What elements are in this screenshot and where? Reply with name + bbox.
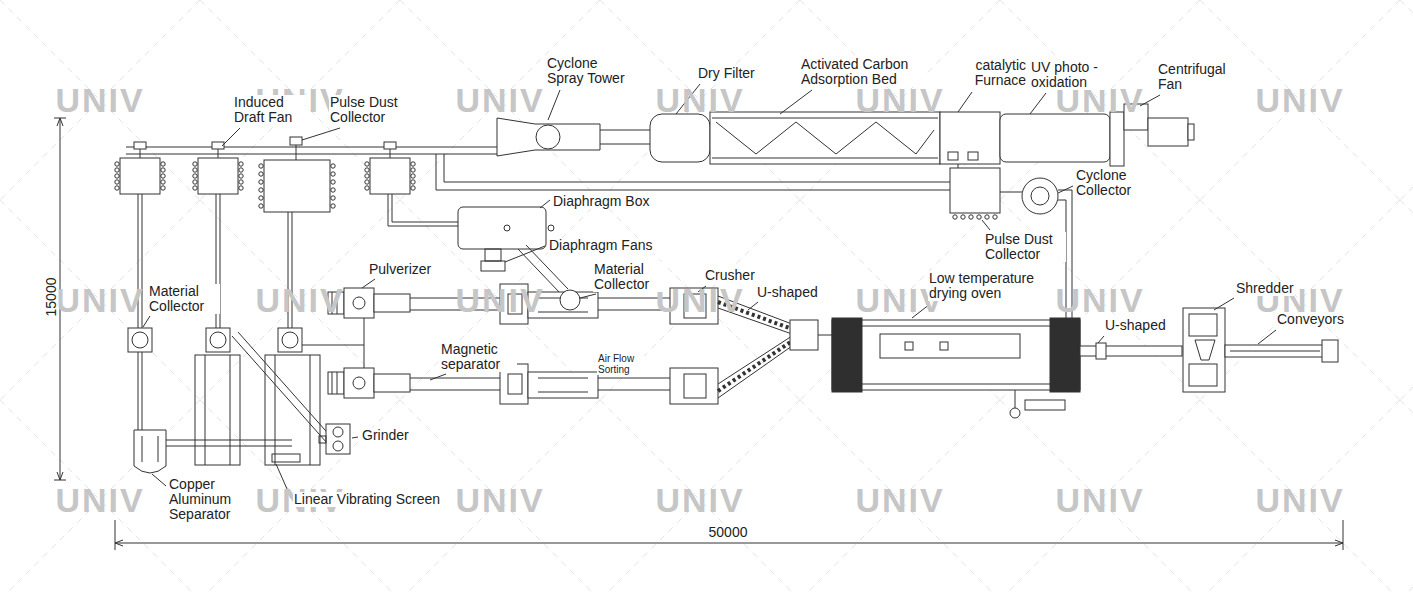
pipe <box>138 352 142 430</box>
belt-conveyor <box>1225 340 1338 362</box>
watermark: UNIV <box>1254 482 1345 518</box>
part-label: Conveyors <box>1276 312 1345 327</box>
part-label: Dry Filter <box>697 66 756 81</box>
pipe <box>1000 192 1022 193</box>
part-label: Centrifugal Fan <box>1157 62 1239 92</box>
watermark: UNIV <box>54 482 145 518</box>
part-label: Crusher <box>704 268 756 283</box>
watermark: UNIV <box>254 282 345 318</box>
part-label: Material Collector <box>593 262 665 292</box>
part-label: Material Collector <box>148 284 220 314</box>
dry-filter <box>650 114 710 162</box>
dimension-line <box>115 520 1343 550</box>
watermark: UNIV <box>454 82 545 118</box>
part-label: Low temperature drying oven <box>928 271 1045 301</box>
dimension-value: 50000 <box>708 525 749 540</box>
drying-oven <box>832 318 1080 418</box>
pipe <box>600 130 650 144</box>
pulse-dust-collector <box>259 137 335 212</box>
fan-unit <box>193 142 243 194</box>
watermark: UNIV <box>854 82 945 118</box>
part-label: Pulse Dust Collector <box>329 95 411 125</box>
part-label: Diaphragm Box <box>552 194 651 209</box>
watermark: UNIV <box>654 282 745 318</box>
part-label: Pulse Dust Collector <box>984 232 1066 262</box>
catalytic-furnace <box>940 112 1000 168</box>
watermark: UNIV <box>1254 82 1345 118</box>
part-label: Shredder <box>1235 281 1295 296</box>
grinder <box>319 424 350 454</box>
part-label: Pulverizer <box>368 262 432 277</box>
part-label: Activated Carbon Adsorption Bed <box>800 57 927 87</box>
part-label: Air Flow Sorting <box>597 353 644 375</box>
part-label: Magnetic separator <box>440 342 517 372</box>
part-label: Induced Draft Fan <box>233 95 305 125</box>
material-collector <box>560 290 580 310</box>
pipe <box>818 335 832 336</box>
watermark: UNIV <box>54 82 145 118</box>
pipe <box>388 194 458 226</box>
watermark: UNIV <box>1054 482 1145 518</box>
part-label: catalytic Furnace <box>960 58 1027 88</box>
fan-unit <box>115 142 165 194</box>
hopper <box>790 320 818 350</box>
watermark: UNIV <box>54 282 145 318</box>
fan-unit <box>365 142 415 194</box>
dimension-value: 15000 <box>44 277 59 318</box>
leader-line <box>143 84 1276 498</box>
material-collector <box>128 328 302 352</box>
watermark: UNIV <box>454 282 545 318</box>
part-label: Cyclone Spray Tower <box>546 56 633 86</box>
part-label: Cyclone Collector <box>1075 168 1147 198</box>
pulse-dust-collector <box>950 168 1000 219</box>
part-label: U-shaped <box>756 285 819 300</box>
watermark: UNIV <box>654 482 745 518</box>
uv-unit <box>1000 114 1110 162</box>
watermark: UNIV <box>454 482 545 518</box>
spray-tower <box>497 118 600 156</box>
part-label: U-shaped <box>1104 318 1167 333</box>
u-conveyor <box>1080 343 1182 359</box>
conveyor <box>166 440 292 446</box>
copper-aluminum-separator <box>134 430 166 473</box>
part-label: Copper Aluminum Separator <box>168 477 240 522</box>
vibrating-screen <box>195 355 320 465</box>
part-label: Grinder <box>361 428 410 443</box>
main-duct <box>126 147 497 154</box>
equipment <box>54 84 1343 550</box>
part-label: Linear Vibrating Screen <box>293 492 441 507</box>
part-label: UV photo -oxidation <box>1030 60 1107 90</box>
carbon-bed <box>710 112 940 164</box>
shredder <box>1183 308 1225 392</box>
watermark: UNIV <box>1054 282 1145 318</box>
part-label: Diaphragm Fans <box>548 238 654 253</box>
watermark: UNIV <box>654 82 745 118</box>
conveyor <box>232 332 341 452</box>
watermark: UNIV <box>854 482 945 518</box>
